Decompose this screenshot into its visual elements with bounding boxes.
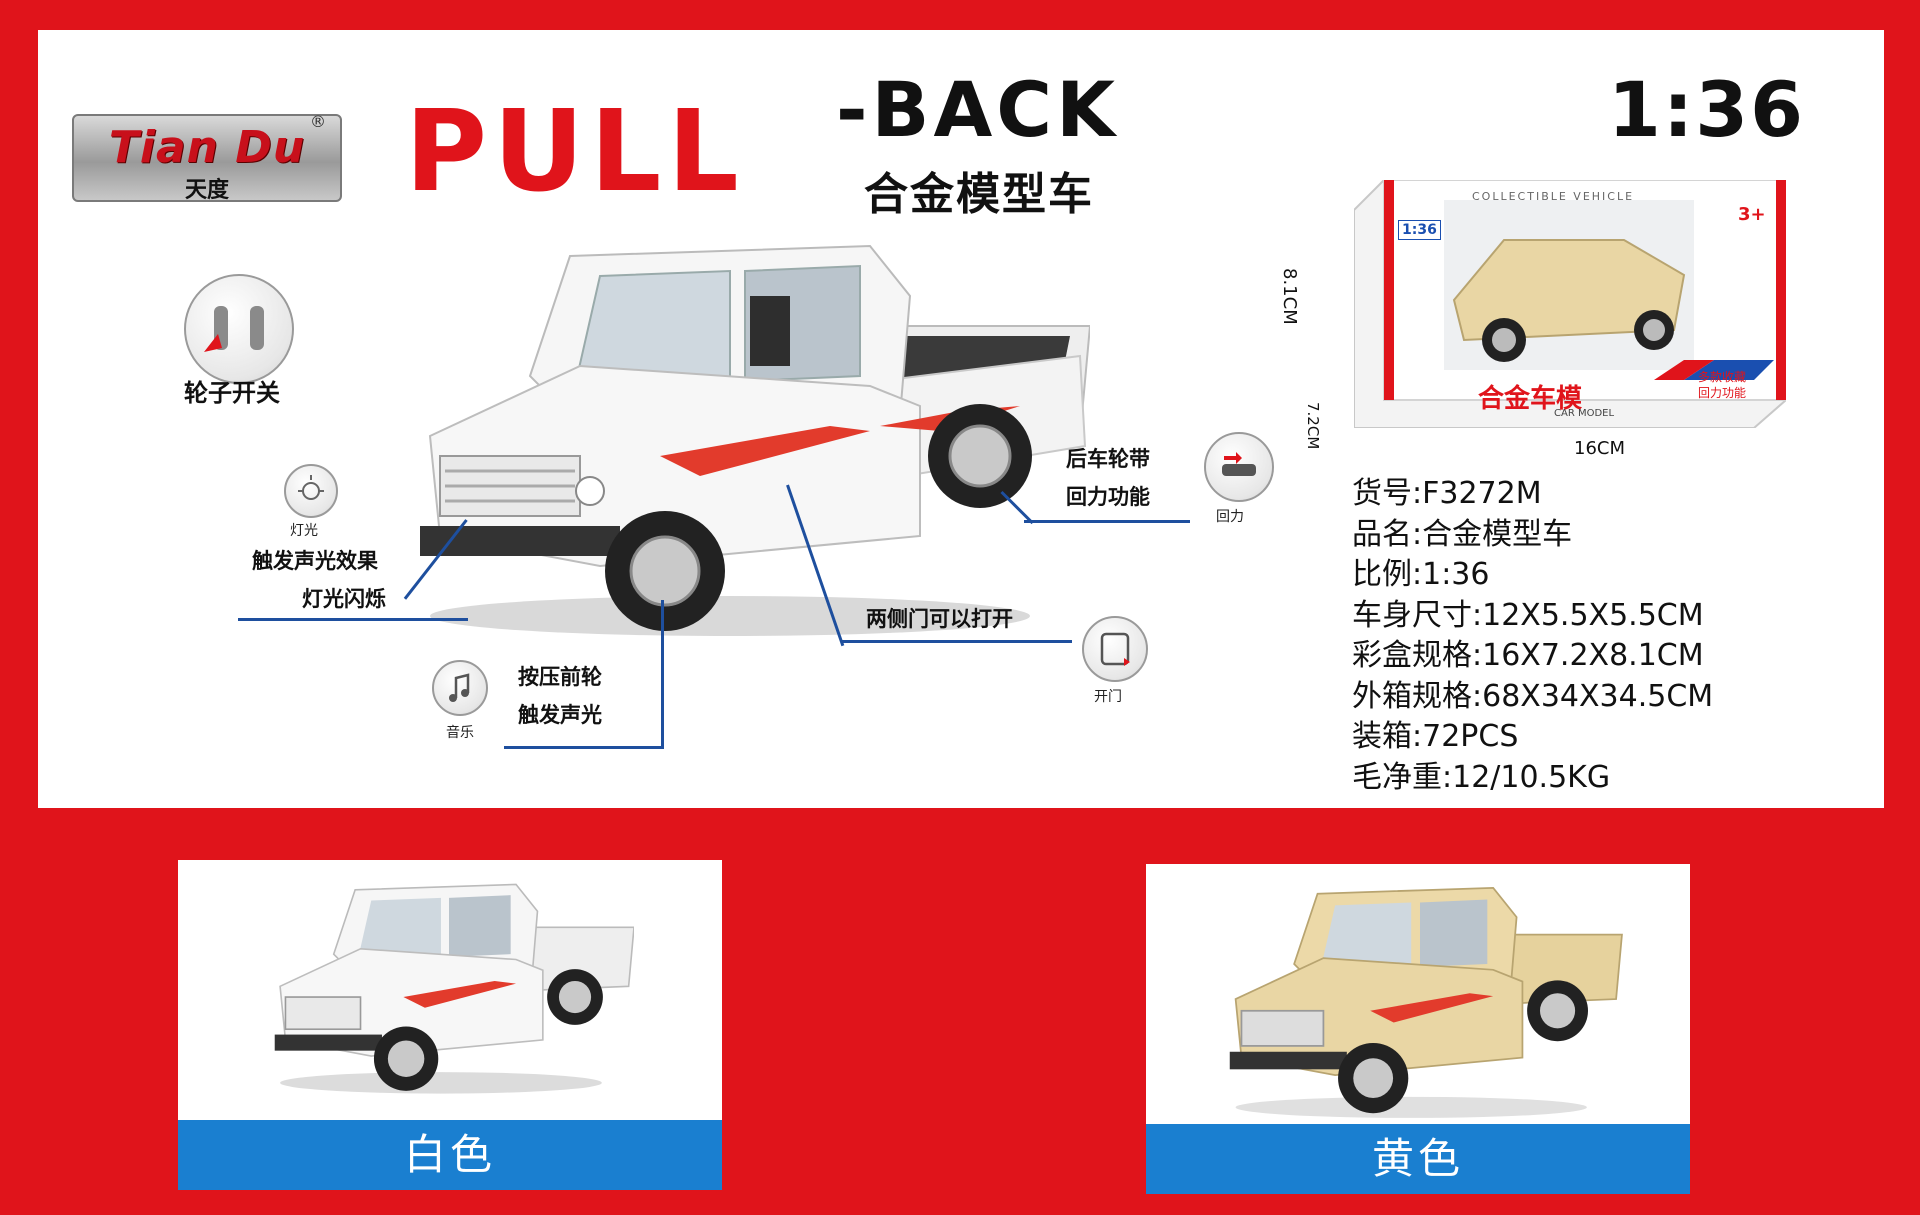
- pullback-text-2: 回力功能: [1066, 485, 1150, 509]
- box-dim-width: 16CM: [1574, 438, 1626, 459]
- box-header: COLLECTIBLE VEHICLE: [1472, 190, 1635, 203]
- logo-sub: 天度: [184, 178, 229, 203]
- music-text-2: 触发声光: [518, 703, 602, 727]
- box-age: 3+: [1738, 204, 1766, 225]
- wheel-switch-icon: [184, 274, 294, 384]
- spec-item: 比例:1:36: [1352, 557, 1490, 592]
- spec-item: 货号:F3272M: [1352, 476, 1542, 511]
- light-icon-label: 灯光: [290, 523, 318, 539]
- music-text-1: 按压前轮: [518, 665, 602, 689]
- light-text-1: 触发声光效果: [252, 549, 378, 573]
- pullback-icon-label: 回力: [1216, 509, 1244, 525]
- pullback-callout: [1024, 520, 1190, 523]
- spec-item: 毛净重:12/10.5KG: [1352, 759, 1611, 795]
- logo-text: Tian Du: [108, 122, 306, 173]
- light-icon: [284, 464, 338, 518]
- music-callout-vert: [661, 600, 664, 749]
- yellow-truck-image: [1229, 886, 1623, 1118]
- music-callout: [504, 746, 664, 749]
- registered-mark: ®: [310, 112, 326, 131]
- pullback-icon: [1204, 432, 1274, 502]
- title-back: -BACK: [836, 65, 1119, 154]
- light-text-2: 灯光闪烁: [302, 587, 386, 611]
- box-tag-2: 回力功能: [1698, 386, 1747, 400]
- variant-card-yellow: 黄色: [1146, 864, 1690, 1194]
- spec-item: 装箱:72PCS: [1352, 719, 1519, 754]
- main-truck-image: [420, 244, 1090, 636]
- music-icon-label: 音乐: [446, 725, 474, 741]
- pullback-text-1: 后车轮带: [1066, 447, 1150, 471]
- title-subtitle: 合金模型车: [864, 169, 1094, 220]
- box-dim-depth: 7.2CM: [1304, 402, 1322, 450]
- white-truck-image: [274, 883, 634, 1094]
- box-cn-name: 合金车模: [1478, 384, 1583, 414]
- doors-text: 两侧门可以打开: [866, 607, 1013, 631]
- spec-list: 货号:F3272M 品名:合金模型车 比例:1:36 车身尺寸:12X5.5X5…: [1352, 474, 1713, 798]
- box-dim-height: 8.1CM: [1279, 268, 1300, 325]
- box-scale-badge: 1:36: [1398, 220, 1441, 240]
- package-box: COLLECTIBLE VEHICLE 1:36 3+ 合金车模 CAR MOD…: [1353, 179, 1787, 429]
- light-callout: [238, 618, 468, 621]
- variant-label-yellow: 黄色: [1146, 1124, 1690, 1194]
- wheel-switch-label: 轮子开关: [184, 379, 280, 407]
- box-tag-1: 多款收藏: [1698, 370, 1747, 384]
- spec-item: 外箱规格:68X34X34.5CM: [1352, 678, 1714, 714]
- box-en-name: CAR MODEL: [1554, 408, 1615, 419]
- door-icon: [1082, 616, 1148, 682]
- scale-heading: 1:36: [1608, 65, 1806, 154]
- spec-item: 车身尺寸:12X5.5X5.5CM: [1352, 597, 1704, 633]
- variant-label-white: 白色: [178, 1120, 722, 1190]
- door-icon-label: 开门: [1094, 689, 1122, 705]
- spec-item: 彩盒规格:16X7.2X8.1CM: [1352, 638, 1704, 673]
- spec-item: 品名:合金模型车: [1352, 516, 1573, 552]
- variant-card-white: 白色: [178, 860, 722, 1190]
- doors-callout: [842, 640, 1072, 643]
- music-icon: [432, 660, 488, 716]
- brand-logo: Tian Du 天度: [72, 114, 342, 203]
- title-pull: PULL: [405, 87, 745, 217]
